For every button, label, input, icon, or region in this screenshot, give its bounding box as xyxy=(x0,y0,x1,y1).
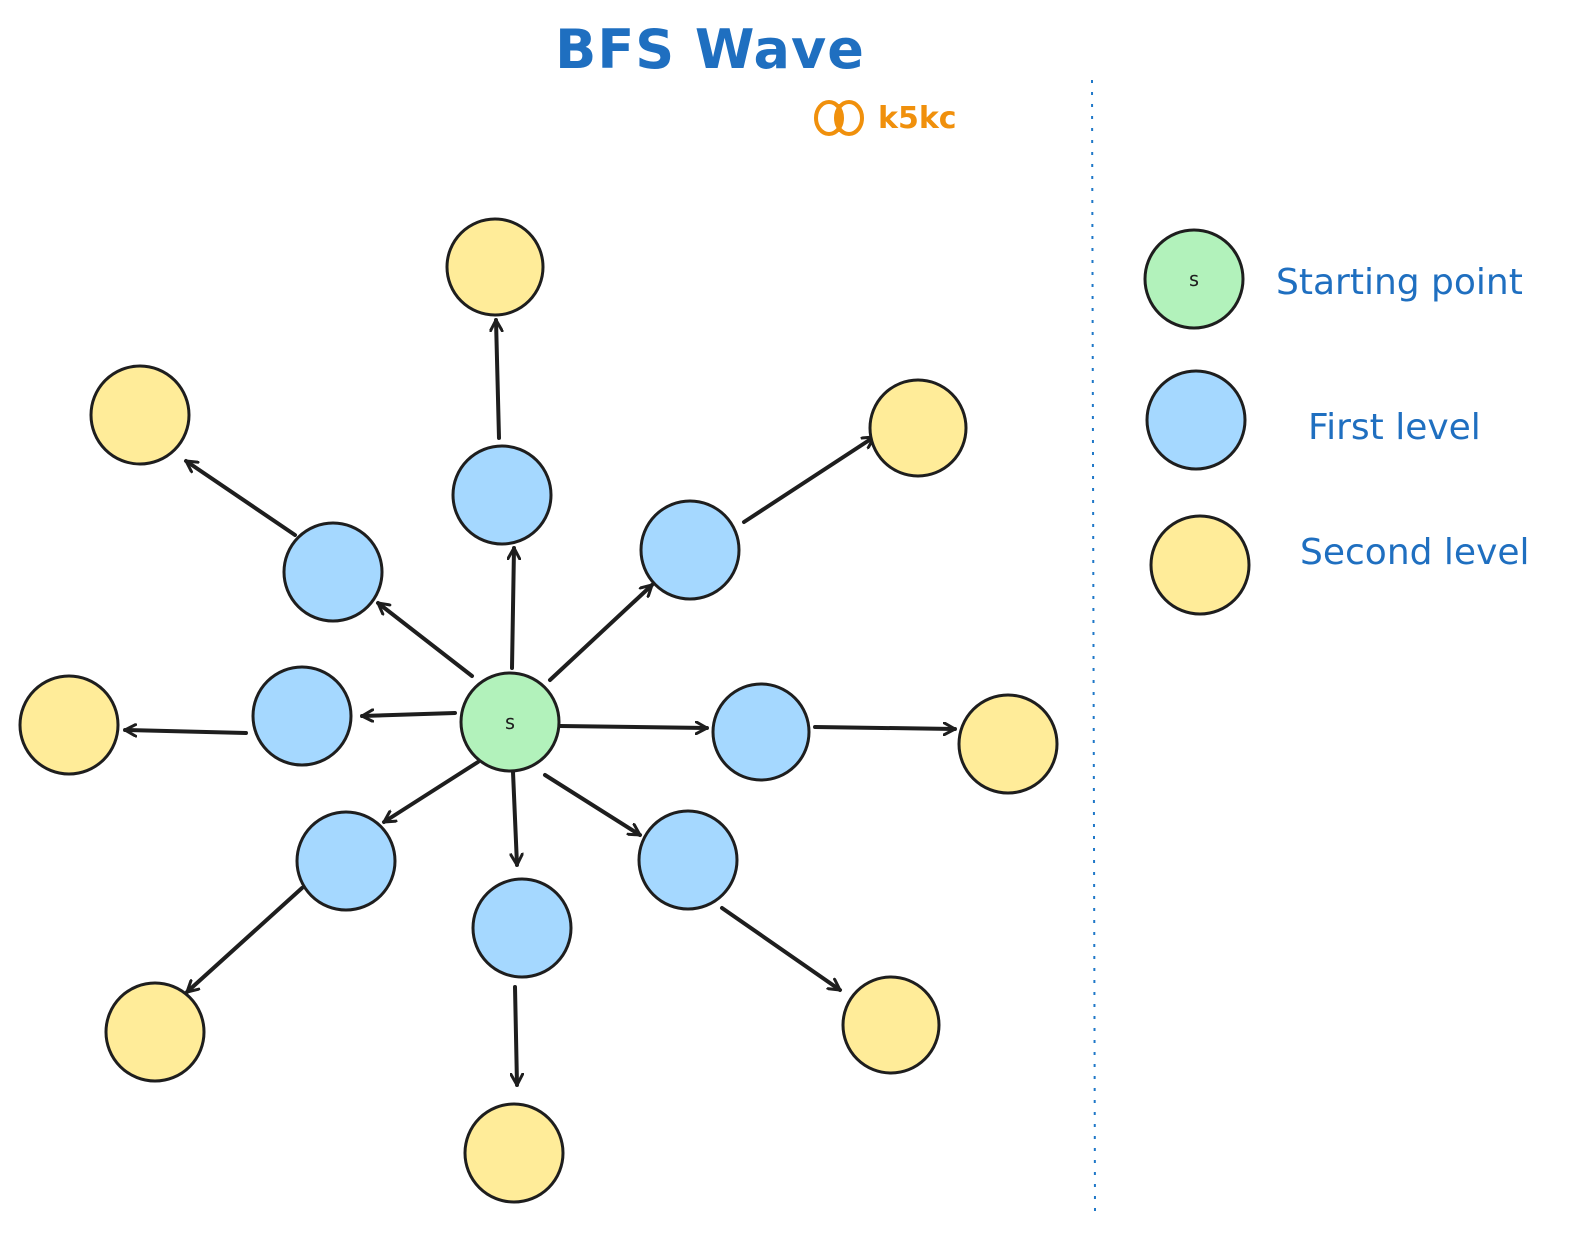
legend-label-first: First level xyxy=(1308,407,1481,448)
legend-swatch-first xyxy=(1145,369,1247,471)
edge-s-to-first-lower-right xyxy=(543,773,642,837)
nodes-second-level xyxy=(18,217,1059,1204)
node-second-lower-right xyxy=(841,975,941,1075)
diagram-title: BFS Wave xyxy=(555,18,865,81)
node-second-top xyxy=(445,217,545,317)
node-first-top xyxy=(451,444,553,546)
node-second-upper-left xyxy=(89,364,191,466)
edge-first-right-to-second-right xyxy=(813,727,957,729)
edge-s-to-first-left xyxy=(360,713,457,716)
legend-divider xyxy=(1091,79,1096,1216)
node-second-left xyxy=(18,674,120,776)
legend-swatch-start-label: s xyxy=(1188,267,1200,291)
legend-swatches: s xyxy=(1143,228,1251,616)
edges-first-level xyxy=(360,546,709,867)
node-start: s xyxy=(459,671,561,773)
edge-s-to-first-bottom xyxy=(513,770,517,867)
node-start-label: s xyxy=(504,710,516,734)
nodes-first-level xyxy=(251,444,811,979)
legend-label-start: Starting point xyxy=(1276,262,1523,303)
author-logo-icon xyxy=(814,100,864,136)
node-second-bottom xyxy=(463,1102,565,1204)
node-first-lower-right xyxy=(637,809,739,911)
edges-second-level xyxy=(123,318,957,1087)
edge-first-upper-left-to-second-upper-left xyxy=(184,459,297,537)
edge-first-lower-right-to-second-lower-right xyxy=(720,906,842,992)
edge-s-to-first-upper-left xyxy=(376,601,474,678)
edge-first-top-to-second-top xyxy=(496,318,499,440)
legend-label-second: Second level xyxy=(1300,532,1530,573)
node-first-bottom xyxy=(471,877,573,979)
edge-first-lower-left-to-second-lower-left xyxy=(185,886,304,994)
legend-swatch-second xyxy=(1149,514,1251,616)
edge-s-to-first-right xyxy=(558,726,709,728)
node-first-right xyxy=(711,682,811,782)
author-signature: k5kc xyxy=(812,98,957,138)
edge-s-to-first-lower-left xyxy=(382,760,480,824)
node-first-left xyxy=(251,665,353,767)
edge-first-left-to-second-left xyxy=(123,730,248,733)
node-second-lower-left xyxy=(104,981,206,1083)
edge-s-to-first-top xyxy=(512,546,514,670)
edge-first-bottom-to-second-bottom xyxy=(515,985,517,1087)
node-second-upper-right xyxy=(868,378,968,478)
node-first-upper-left xyxy=(282,521,384,623)
author-name: k5kc xyxy=(878,100,957,136)
node-first-upper-right xyxy=(639,499,741,601)
node-second-right xyxy=(957,693,1059,795)
legend-swatch-start xyxy=(1143,228,1245,330)
edge-first-upper-right-to-second-upper-right xyxy=(742,435,876,524)
edge-s-to-first-upper-right xyxy=(548,583,654,682)
node-first-lower-left xyxy=(295,810,397,912)
